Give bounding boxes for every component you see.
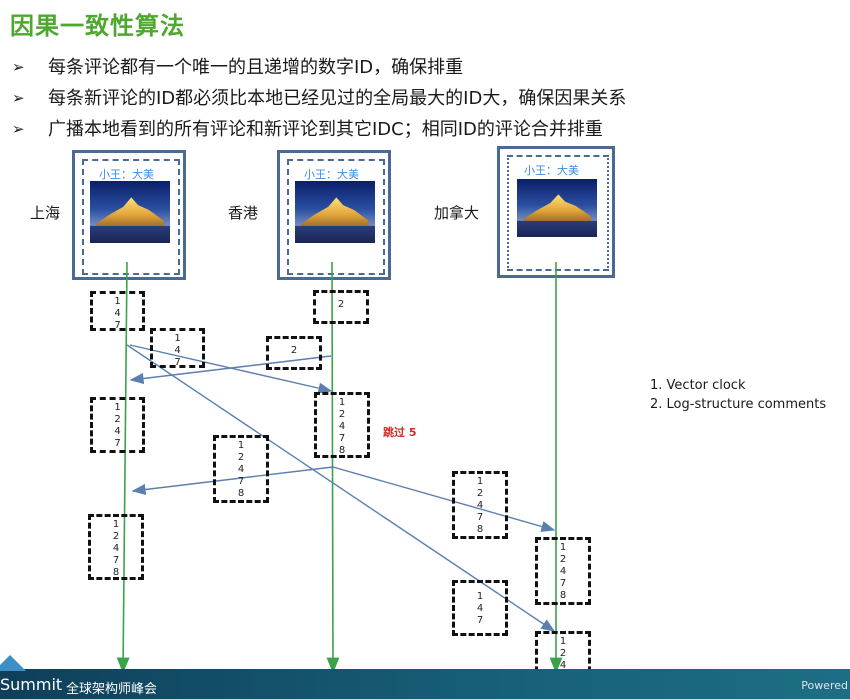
msg-hk-to-sh-2 xyxy=(131,466,334,496)
skip-note: 跳过 5 xyxy=(383,426,417,439)
note-item: 2. Log-structure comments xyxy=(650,397,827,412)
bullet-item: ➢ 每条评论都有一个唯一的且递增的数字ID，确保排重 xyxy=(12,52,626,83)
device-canada: 小王：大美 xyxy=(497,146,615,278)
arrow-bullet-icon: ➢ xyxy=(12,58,25,76)
notes-list: 1. Vector clock 2. Log-structure comment… xyxy=(650,376,826,414)
bullet-text: 每条新评论的ID都必须比本地已经见过的全局最大的ID大，确保因果关系 xyxy=(48,88,627,109)
footer-conference: 全球架构师峰会 xyxy=(66,682,158,697)
region-label-hongkong: 香港 xyxy=(228,204,259,222)
mountain-photo xyxy=(517,179,597,237)
bullet-item: ➢ 广播本地看到的所有评论和新评论到其它IDC；相同ID的评论合并排重 xyxy=(12,114,626,145)
bullet-list: ➢ 每条评论都有一个唯一的且递增的数字ID，确保排重 ➢ 每条新评论的ID都必须比本… xyxy=(12,52,626,145)
note-item: 1. Vector clock xyxy=(650,378,746,393)
device-shanghai: 小王：大美 xyxy=(72,150,186,280)
footer-summit: Summit xyxy=(0,675,63,694)
footer-bar: Summit 全球架构师峰会 Powered xyxy=(0,655,850,699)
region-label-canada: 加拿大 xyxy=(434,204,480,222)
region-label-shanghai: 上海 xyxy=(30,204,61,222)
bullet-text: 广播本地看到的所有评论和新评论到其它IDC；相同ID的评论合并排重 xyxy=(48,119,603,140)
slide-title: 因果一致性算法 xyxy=(10,12,185,40)
mountain-photo xyxy=(90,181,170,243)
arrow-bullet-icon: ➢ xyxy=(12,89,25,107)
summit-logo-icon xyxy=(0,655,26,671)
id-box-hk-1: 2 xyxy=(313,290,369,324)
bullet-item: ➢ 每条新评论的ID都必须比本地已经见过的全局最大的ID大，确保因果关系 xyxy=(12,83,626,114)
comment-label: 小王：大美 xyxy=(304,168,359,181)
device-hongkong: 小王：大美 xyxy=(277,150,391,280)
bullet-text: 每条评论都有一个唯一的且递增的数字ID，确保排重 xyxy=(48,57,464,78)
mountain-photo xyxy=(295,181,375,243)
comment-label: 小王：大美 xyxy=(99,168,154,181)
comment-label: 小王：大美 xyxy=(524,164,579,177)
footer-powered: Powered xyxy=(801,679,848,692)
msg-hk-to-ca xyxy=(332,466,556,532)
msg-hk-to-sh-1 xyxy=(129,355,332,385)
id-box-hk-msg: 2 xyxy=(266,336,322,370)
arrow-bullet-icon: ➢ xyxy=(12,120,25,138)
msg-sh-to-ca xyxy=(126,344,556,632)
